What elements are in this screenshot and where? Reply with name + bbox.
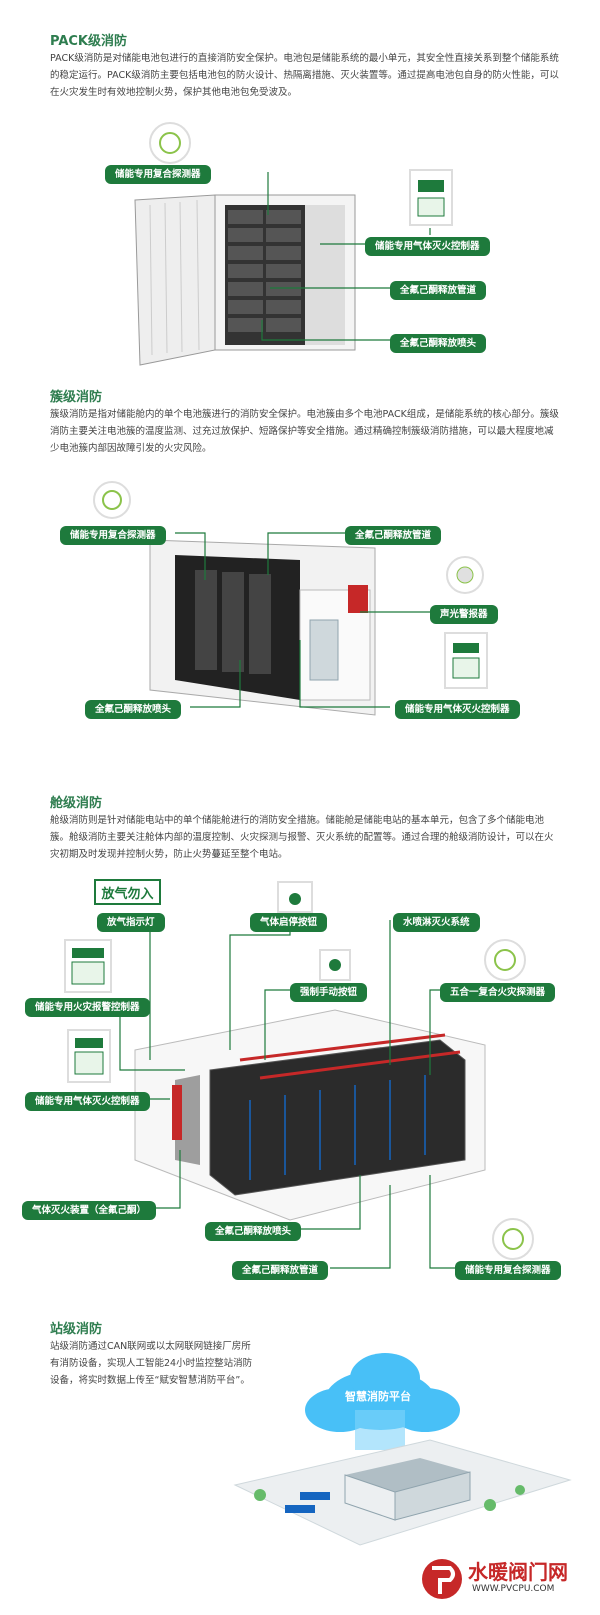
- label-release-nozzle: 全氟己酮释放喷头: [390, 334, 487, 353]
- label-gas-indicator-light: 放气指示灯: [97, 913, 165, 932]
- label-release-nozzle: 全氟己酮释放喷头: [205, 1222, 302, 1241]
- label-composite-detector: 储能专用复合探测器: [455, 1261, 561, 1280]
- section-title: 舱级消防: [50, 796, 103, 811]
- label-five-in-one-detector: 五合一复合火灾探测器: [440, 983, 556, 1002]
- label-composite-detector: 储能专用复合探测器: [60, 526, 166, 545]
- label-release-pipe: 全氟己酮释放管道: [345, 526, 442, 545]
- section-text: PACK级消防是对储能电池包进行的直接消防安全保护。电池包是储能系统的最小单元，…: [50, 53, 559, 98]
- section-title: 站级消防: [50, 1322, 103, 1337]
- label-fire-alarm-controller: 储能专用火灾报警控制器: [25, 998, 150, 1017]
- section-text: 站级消防通过CAN联网或以太网联网链接厂房所有消防设备，实现人工智能24小时监控…: [50, 1341, 253, 1386]
- section-title: PACK级消防: [50, 34, 128, 49]
- section-title: 簇级消防: [50, 390, 103, 405]
- label-composite-detector: 储能专用复合探测器: [105, 165, 211, 184]
- label-gas-controller: 储能专用气体灭火控制器: [395, 700, 520, 719]
- label-gas-controller: 储能专用气体灭火控制器: [365, 237, 490, 256]
- watermark-name: 水暖阀门网: [468, 1560, 568, 1584]
- watermark: 水暖阀门网 WWW.PVCPU.COM: [420, 1550, 590, 1608]
- watermark-url: WWW.PVCPU.COM: [472, 1584, 555, 1594]
- platform-label: 智慧消防平台: [345, 1390, 411, 1403]
- label-sound-light-alarm: 声光警报器: [430, 605, 498, 624]
- label-gas-controller: 储能专用气体灭火控制器: [25, 1092, 150, 1111]
- section-text: 簇级消防是指对储能舱内的单个电池簇进行的消防安全保护。电池簇由多个电池PACK组…: [50, 409, 559, 454]
- label-release-pipe: 全氟己酮释放管道: [232, 1261, 329, 1280]
- label-release-pipe: 全氟己酮释放管道: [390, 281, 487, 300]
- gas-release-sign: 放气勿入: [101, 886, 154, 902]
- section-text: 舱级消防则是针对储能电站中的单个储能舱进行的消防安全措施。储能舱是储能电站的基本…: [50, 815, 554, 860]
- label-release-nozzle: 全氟己酮释放喷头: [85, 700, 182, 719]
- label-gas-start-stop-button: 气体启停按钮: [250, 913, 328, 932]
- label-manual-button: 强制手动按钮: [290, 983, 368, 1002]
- label-water-sprinkler: 水喷淋灭火系统: [393, 913, 480, 932]
- watermark-logo-icon: [422, 1559, 462, 1599]
- label-gas-extinguishing-device: 气体灭火装置（全氟己酮）: [22, 1201, 157, 1220]
